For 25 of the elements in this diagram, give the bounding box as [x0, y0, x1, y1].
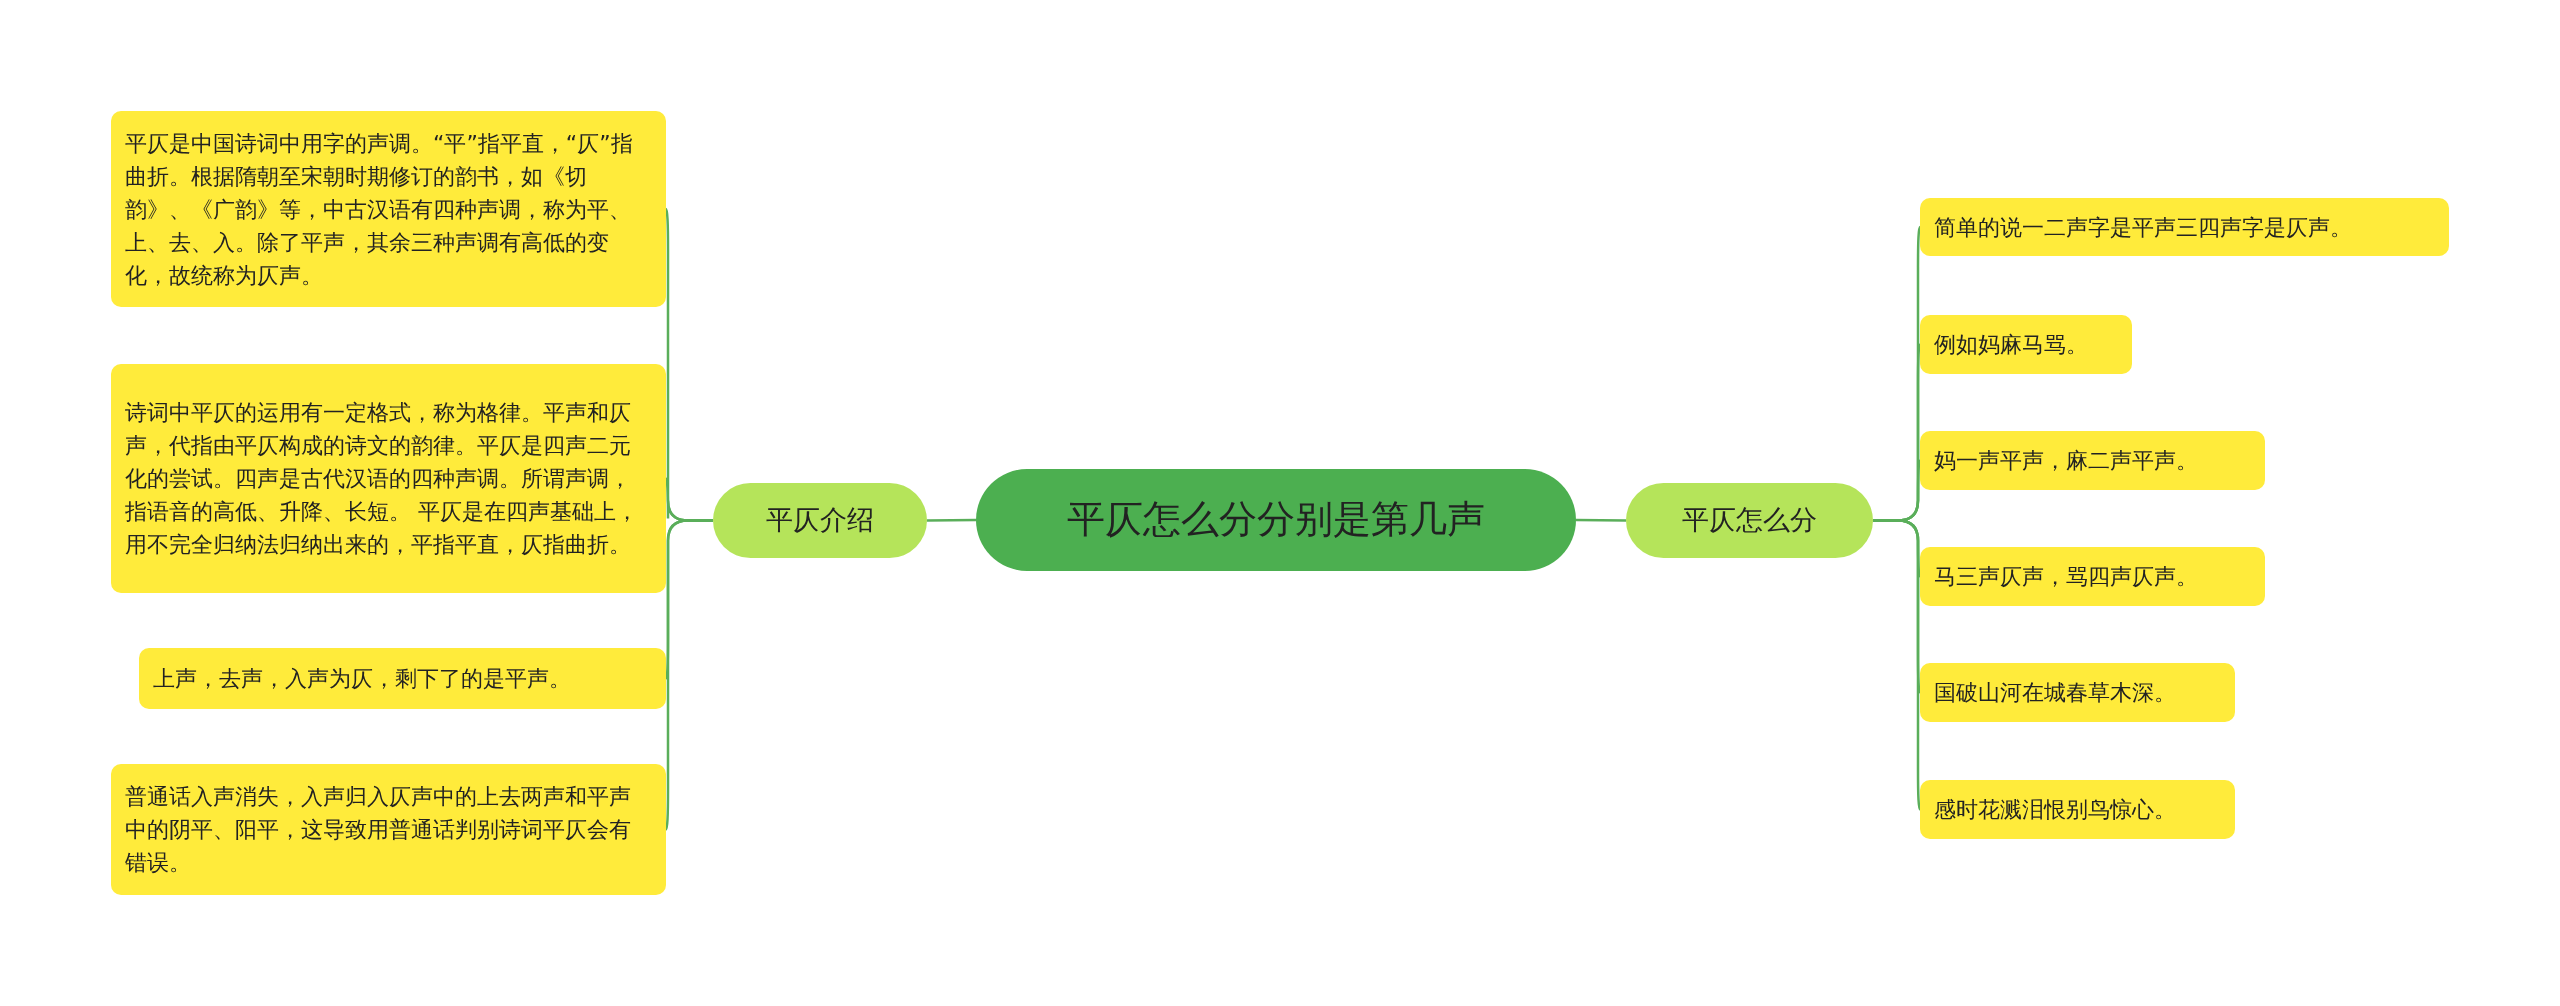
node-text: 平仄是中国诗词中用字的声调。“平”指平直，“仄”指曲折。根据隋朝至宋朝时期修订的韵书，如《切韵》、《广韵》等，中古汉语有四种声调，称为平、上、去、入。除了平声，其余三种声调有高低的变化，故统称为仄声。: [125, 129, 634, 290]
node-text: 简单的说一二声字是平声三四声字是仄声。: [1934, 213, 2352, 242]
node-text: 妈一声平声，麻二声平声。: [1934, 447, 2198, 475]
note-card: [1920, 663, 2235, 722]
note-card: [111, 111, 666, 307]
node-text: 感时花溅泪恨别鸟惊心。: [1934, 796, 2176, 824]
node-text: 国破山河在城春草木深。: [1934, 679, 2176, 707]
node-text: 诗词中平仄的运用有一定格式，称为格律。平声和仄声，代指由平仄构成的诗文的韵律。平仄是四声二元化的尝试。四声是古代汉语的四种声调。所谓声调，指语音的高低、升降、长短。 平仄是在四声基础上，用不完全归纳法归纳出来的，平指平直，仄指曲折。: [125, 399, 639, 559]
node-text: 普通话入声消失，入声归入仄声中的上去两声和平声中的阴平、阳平，这导致用普通话判别诗词平仄会有错误。: [125, 783, 632, 877]
note-card: [1920, 780, 2235, 839]
node-text: 平仄怎么分: [1682, 504, 1817, 537]
node-text: 平仄介绍: [766, 504, 874, 537]
note-card: [1920, 431, 2265, 490]
connector-line: [1576, 518, 1626, 522]
node-text: 上声，去声，入声为仄，剩下了的是平声。: [153, 665, 571, 693]
note-card: [1920, 198, 2449, 256]
note-card: [111, 364, 666, 593]
node-text: 平仄怎么分分别是第几声: [1067, 497, 1485, 543]
node-text: 马三声仄声，骂四声仄声。: [1934, 563, 2198, 591]
node-text: 例如妈麻马骂。: [1934, 331, 2088, 359]
note-card: [1920, 547, 2265, 606]
note-card: [139, 648, 666, 709]
connector-line: [927, 518, 976, 522]
note-card: [1920, 315, 2132, 374]
note-card: [111, 764, 666, 895]
